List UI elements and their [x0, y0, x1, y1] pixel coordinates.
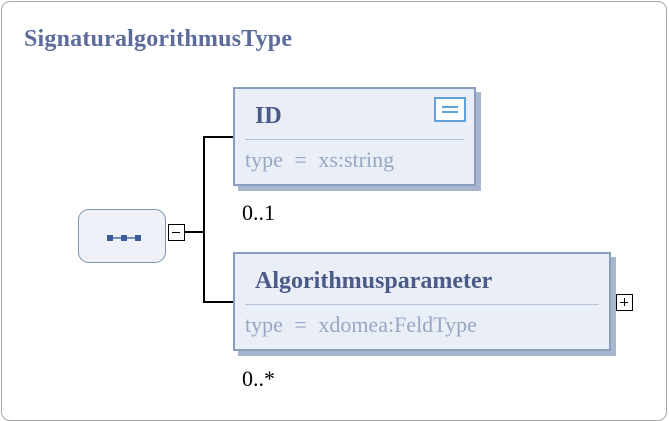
minus-icon	[172, 231, 180, 233]
element-type-line: type = xdomea:FeldType	[245, 312, 477, 338]
type-separator: =	[294, 147, 307, 172]
type-value: xdomea:FeldType	[318, 312, 477, 337]
complex-type-title: SignaturalgorithmusType	[24, 26, 293, 52]
plus-icon-vertical	[623, 298, 625, 306]
type-value: xs:string	[318, 147, 395, 172]
element-divider	[245, 139, 464, 140]
sequence-icon	[107, 235, 141, 241]
collapse-toggle[interactable]	[168, 224, 185, 241]
connector-to-algorithmusparameter	[203, 232, 237, 303]
connector-to-id	[185, 136, 237, 233]
type-separator: =	[294, 312, 307, 337]
occurrence-label: 0..*	[242, 366, 275, 391]
element-algorithmusparameter[interactable]: Algorithmusparameter type = xdomea:FeldT…	[233, 252, 611, 351]
element-type-line: type = xs:string	[245, 147, 394, 173]
element-id[interactable]: ID type = xs:string	[233, 87, 476, 186]
type-label: type	[245, 147, 283, 172]
element-name: Algorithmusparameter	[255, 268, 493, 294]
expand-toggle[interactable]	[616, 294, 633, 311]
occurrence-label: 0..1	[242, 200, 275, 225]
element-name: ID	[255, 103, 282, 129]
type-label: type	[245, 312, 283, 337]
sequence-compositor[interactable]	[78, 209, 166, 263]
documentation-icon[interactable]	[434, 97, 466, 122]
element-divider	[245, 304, 599, 305]
